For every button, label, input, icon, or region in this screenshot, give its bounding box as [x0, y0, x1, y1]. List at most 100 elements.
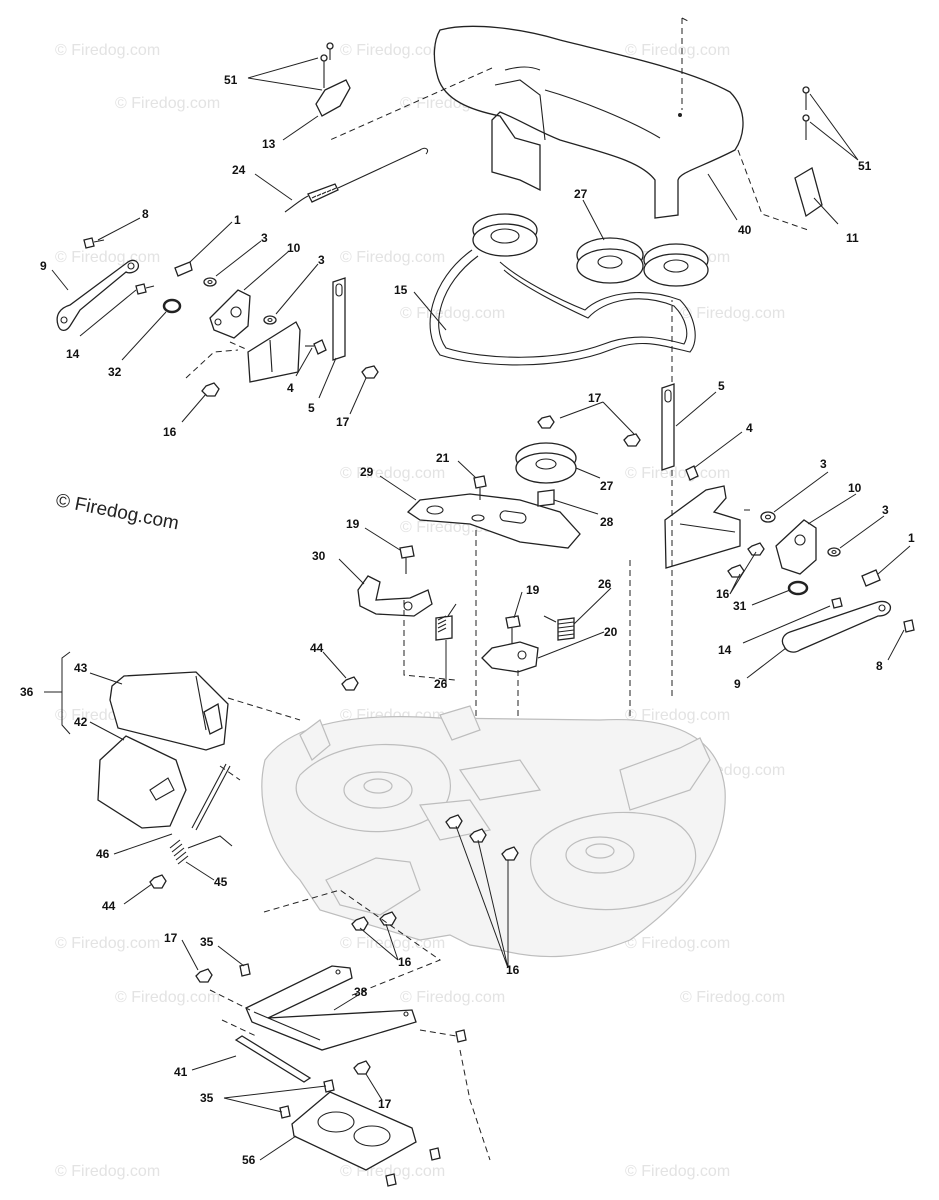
bolt-19-left — [399, 545, 415, 574]
spring-45 — [169, 835, 233, 865]
callout-16: 16 — [716, 587, 730, 601]
bracket-30 — [357, 575, 433, 617]
mount-bracket-left — [247, 321, 301, 383]
callout-26: 26 — [434, 677, 448, 691]
callout-26: 26 — [598, 577, 612, 591]
callout-5: 5 — [308, 401, 315, 415]
callout-51: 51 — [224, 73, 238, 87]
callout-8: 8 — [876, 659, 883, 673]
nut-17-mid — [537, 415, 555, 429]
watermark: © Firedog.com — [680, 989, 785, 1006]
callout-44: 44 — [102, 899, 116, 913]
ring-31 — [787, 580, 809, 596]
rod-46 — [191, 763, 231, 831]
callout-41: 41 — [174, 1065, 188, 1079]
watermark: © Firedog.com — [625, 707, 730, 724]
callout-5: 5 — [718, 379, 725, 393]
callout-17: 17 — [164, 931, 178, 945]
pulley-top-right — [643, 243, 709, 287]
callout-17: 17 — [378, 1097, 392, 1111]
callout-4: 4 — [287, 381, 294, 395]
bracket-11 — [794, 86, 823, 218]
nuts-16-right — [727, 542, 765, 578]
chute-42 — [97, 735, 187, 829]
callout-17: 17 — [588, 391, 602, 405]
callout-14: 14 — [66, 347, 80, 361]
callout-3: 3 — [261, 231, 268, 245]
callout-35: 35 — [200, 935, 214, 949]
callout-27: 27 — [574, 187, 588, 201]
deck-nuts-16 — [351, 814, 519, 931]
watermark: © Firedog.com — [400, 305, 505, 322]
bolt-14-right — [831, 597, 843, 609]
bolt-8-right — [903, 619, 915, 633]
drive-belt — [429, 249, 696, 366]
watermark: © Firedog.com — [115, 95, 220, 112]
washer-3-right-a — [760, 511, 776, 523]
pin-41 — [234, 1035, 312, 1083]
callout-31: 31 — [733, 599, 747, 613]
watermark: © Firedog.com — [55, 1163, 160, 1180]
callout-13: 13 — [262, 137, 276, 151]
mount-bracket-right — [664, 485, 741, 569]
nut-44-lower — [149, 874, 167, 889]
callout-3: 3 — [318, 253, 325, 267]
callout-3: 3 — [820, 457, 827, 471]
plate-56 — [291, 1091, 417, 1171]
spacer-28 — [537, 489, 555, 507]
callout-labels: 51 13 24 8 9 1 3 10 3 14 32 4 5 17 16 27… — [20, 73, 915, 1167]
watermark: © Firedog.com — [340, 465, 445, 482]
callout-17: 17 — [336, 415, 350, 429]
bolt-14-left — [135, 283, 155, 295]
watermark: © Firedog.com — [680, 305, 785, 322]
plate-10-left — [209, 289, 251, 339]
clip-1-left — [174, 261, 193, 277]
watermark: © Firedog.com — [625, 42, 730, 59]
bolt-4-left — [305, 339, 327, 355]
callout-44: 44 — [310, 641, 324, 655]
watermark: © Firedog.com — [340, 42, 445, 59]
idler-arm-29 — [406, 493, 581, 549]
belt-cover — [433, 25, 744, 219]
callout-4: 4 — [746, 421, 753, 435]
bracket-20 — [481, 641, 539, 673]
leader-lines — [44, 57, 911, 1161]
watermark: © Firedog.com — [625, 465, 730, 482]
ring-32 — [162, 298, 182, 314]
callout-28: 28 — [600, 515, 614, 529]
callout-1: 1 — [908, 531, 915, 545]
callout-24: 24 — [232, 163, 246, 177]
callout-10: 10 — [848, 481, 862, 495]
callout-40: 40 — [738, 223, 752, 237]
callout-30: 30 — [312, 549, 326, 563]
callout-51: 51 — [858, 159, 872, 173]
strap-5-right — [661, 383, 675, 471]
bracket-13 — [315, 42, 351, 117]
callout-29: 29 — [360, 465, 374, 479]
clip-1-right — [861, 569, 881, 587]
chute-43 — [109, 671, 229, 751]
callout-38: 38 — [354, 985, 368, 999]
bolt-21 — [473, 475, 487, 500]
callout-19: 19 — [346, 517, 360, 531]
callout-45: 45 — [214, 875, 228, 889]
hitch-bracket-38 — [245, 965, 417, 1051]
watermark: © Firedog.com — [625, 1163, 730, 1180]
spring-26-left — [435, 603, 457, 641]
watermark: © Firedog.com — [55, 42, 160, 59]
callout-16: 16 — [163, 425, 177, 439]
watermark: © Firedog.com — [400, 989, 505, 1006]
watermark: © Firedog.com — [625, 935, 730, 952]
callout-8: 8 — [142, 207, 149, 221]
callout-16: 16 — [506, 963, 520, 977]
callout-36: 36 — [20, 685, 34, 699]
watermark: © Firedog.com — [115, 989, 220, 1006]
nut-16-left — [201, 382, 220, 397]
watermark: © Firedog.com — [340, 249, 445, 266]
washer-3-right-b — [827, 547, 841, 557]
callout-43: 43 — [74, 661, 88, 675]
callout-21: 21 — [436, 451, 450, 465]
callout-10: 10 — [287, 241, 301, 255]
callout-14: 14 — [718, 643, 732, 657]
